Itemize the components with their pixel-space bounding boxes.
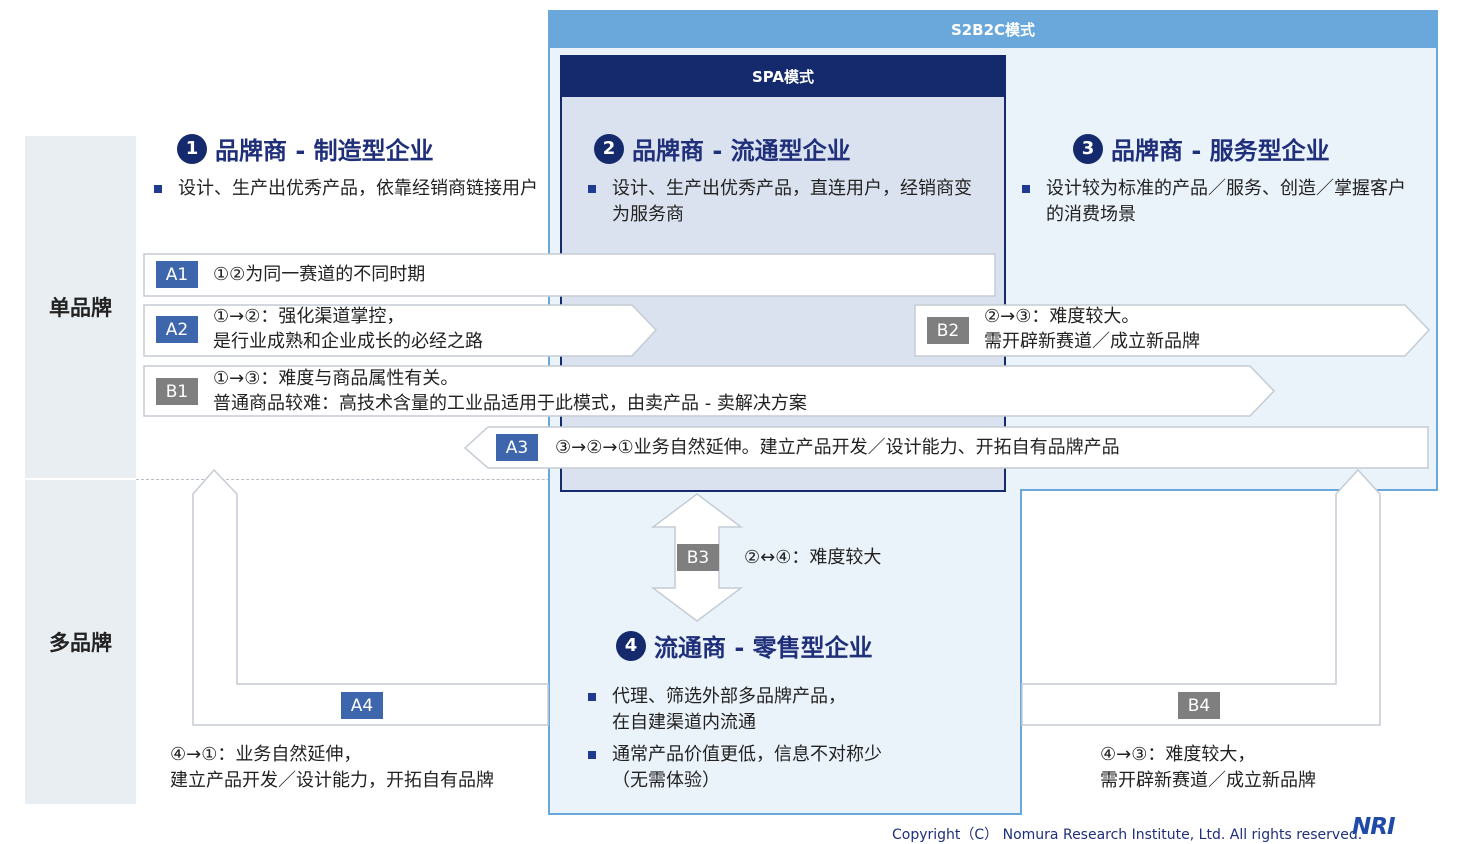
tag-a1: A1 [156,261,198,288]
bullet-text: 设计、生产出优秀产品，依靠经销商链接用户 [178,178,538,199]
model-3-title: 3 品牌商 - 服务型企业 [1073,131,1330,166]
arrow-b2-shape [914,304,1431,357]
model-1-title: 1 品牌商 - 制造型企业 [177,131,434,166]
model-2-title: 2 品牌商 - 流通型企业 [594,131,851,166]
arrow-a2-shape [143,304,658,357]
bullet-text: 通常产品价值更低，信息不对称少 （无需体验） [612,744,882,791]
tag-b1: B1 [156,378,198,405]
number-badge: 2 [594,133,624,164]
bullet-text: 代理、筛选外部多品牌产品， 在自建渠道内流通 [612,686,846,733]
path-b4-text: ④→③：难度较大， 需开辟新赛道／成立新品牌 [1100,742,1316,794]
tag-b2: B2 [927,317,969,344]
tag-b3: B3 [677,544,719,571]
tag-a3: A3 [496,434,538,461]
path-b2-text: ②→③：难度较大。 需开辟新赛道／成立新品牌 [984,304,1200,354]
bullet-square [1022,185,1030,193]
path-a3-text: ③→②→①业务自然延伸。建立产品开发／设计能力、开拓自有品牌产品 [555,437,1120,458]
path-a2-text: ①→②：强化渠道掌控， 是行业成熟和企业成长的必经之路 [213,304,483,354]
arrow-a1-shape [143,253,996,297]
path-b2-line1: ②→③：难度较大。 [984,306,1140,327]
path-a2-line2: 是行业成熟和企业成长的必经之路 [213,331,483,352]
path-a4-line1: ④→①：业务自然延伸， [170,744,362,765]
nri-logo: NRI [1352,814,1396,840]
s2b2c-header: S2B2C模式 [548,10,1438,48]
model-title-text: 流通商 - 零售型企业 [654,634,873,662]
path-b3-text: ②↔④：难度较大 [744,547,882,568]
path-b2-line2: 需开辟新赛道／成立新品牌 [984,331,1200,352]
row-label-multi-brand: 多品牌 [25,480,136,804]
bullet-square [588,751,596,759]
bullet-square [588,693,596,701]
model-3-desc: 设计较为标准的产品／服务、创造／掌握客户的消费场景 [1018,176,1413,228]
model-title-text: 品牌商 - 服务型企业 [1111,137,1330,165]
bullet-square [588,185,596,193]
arrow-a3-shape [463,426,1429,469]
model-title-text: 品牌商 - 流通型企业 [632,137,851,165]
arrow-a4-shape [192,468,549,726]
row-label-single-brand: 单品牌 [25,136,136,478]
model-title-text: 品牌商 - 制造型企业 [215,137,434,165]
copyright-text: Copyright（C） Nomura Research Institute, … [892,827,1363,843]
tag-b4: B4 [1178,692,1220,719]
path-a1-text: ①②为同一赛道的不同时期 [213,264,426,285]
path-b4-line1: ④→③：难度较大， [1100,744,1256,765]
model-4-title: 4 流通商 - 零售型企业 [616,628,873,663]
path-b1-line1: ①→③：难度与商品属性有关。 [213,368,459,389]
number-badge: 4 [616,630,646,661]
s2b2c-region-lower [548,489,1022,815]
number-badge: 3 [1073,133,1103,164]
bullet-text: 设计、生产出优秀产品，直连用户，经销商变为服务商 [612,178,972,225]
tag-a2: A2 [156,316,198,343]
arrow-b1-shape [143,365,1276,417]
model-1-desc: 设计、生产出优秀产品，依靠经销商链接用户 [150,176,545,202]
path-b1-text: ①→③：难度与商品属性有关。 普通商品较难：高技术含量的工业品适用于此模式，由卖… [213,366,807,416]
path-a4-line2: 建立产品开发／设计能力，开拓自有品牌 [170,770,494,791]
path-b4-line2: 需开辟新赛道／成立新品牌 [1100,770,1316,791]
tag-a4: A4 [341,692,383,719]
spa-header: SPA模式 [560,55,1006,97]
number-badge: 1 [177,133,207,164]
bullet-square [154,185,162,193]
model-2-desc: 设计、生产出优秀产品，直连用户，经销商变为服务商 [584,176,974,228]
bullet-text: 设计较为标准的产品／服务、创造／掌握客户的消费场景 [1046,178,1406,225]
path-b1-line2: 普通商品较难：高技术含量的工业品适用于此模式，由卖产品 - 卖解决方案 [213,393,807,414]
path-a4-text: ④→①：业务自然延伸， 建立产品开发／设计能力，开拓自有品牌 [170,742,494,794]
arrow-b4-shape [1021,468,1381,726]
path-a2-line1: ①→②：强化渠道掌控， [213,306,405,327]
model-4-desc: 代理、筛选外部多品牌产品， 在自建渠道内流通 通常产品价值更低，信息不对称少 （… [584,684,1004,794]
